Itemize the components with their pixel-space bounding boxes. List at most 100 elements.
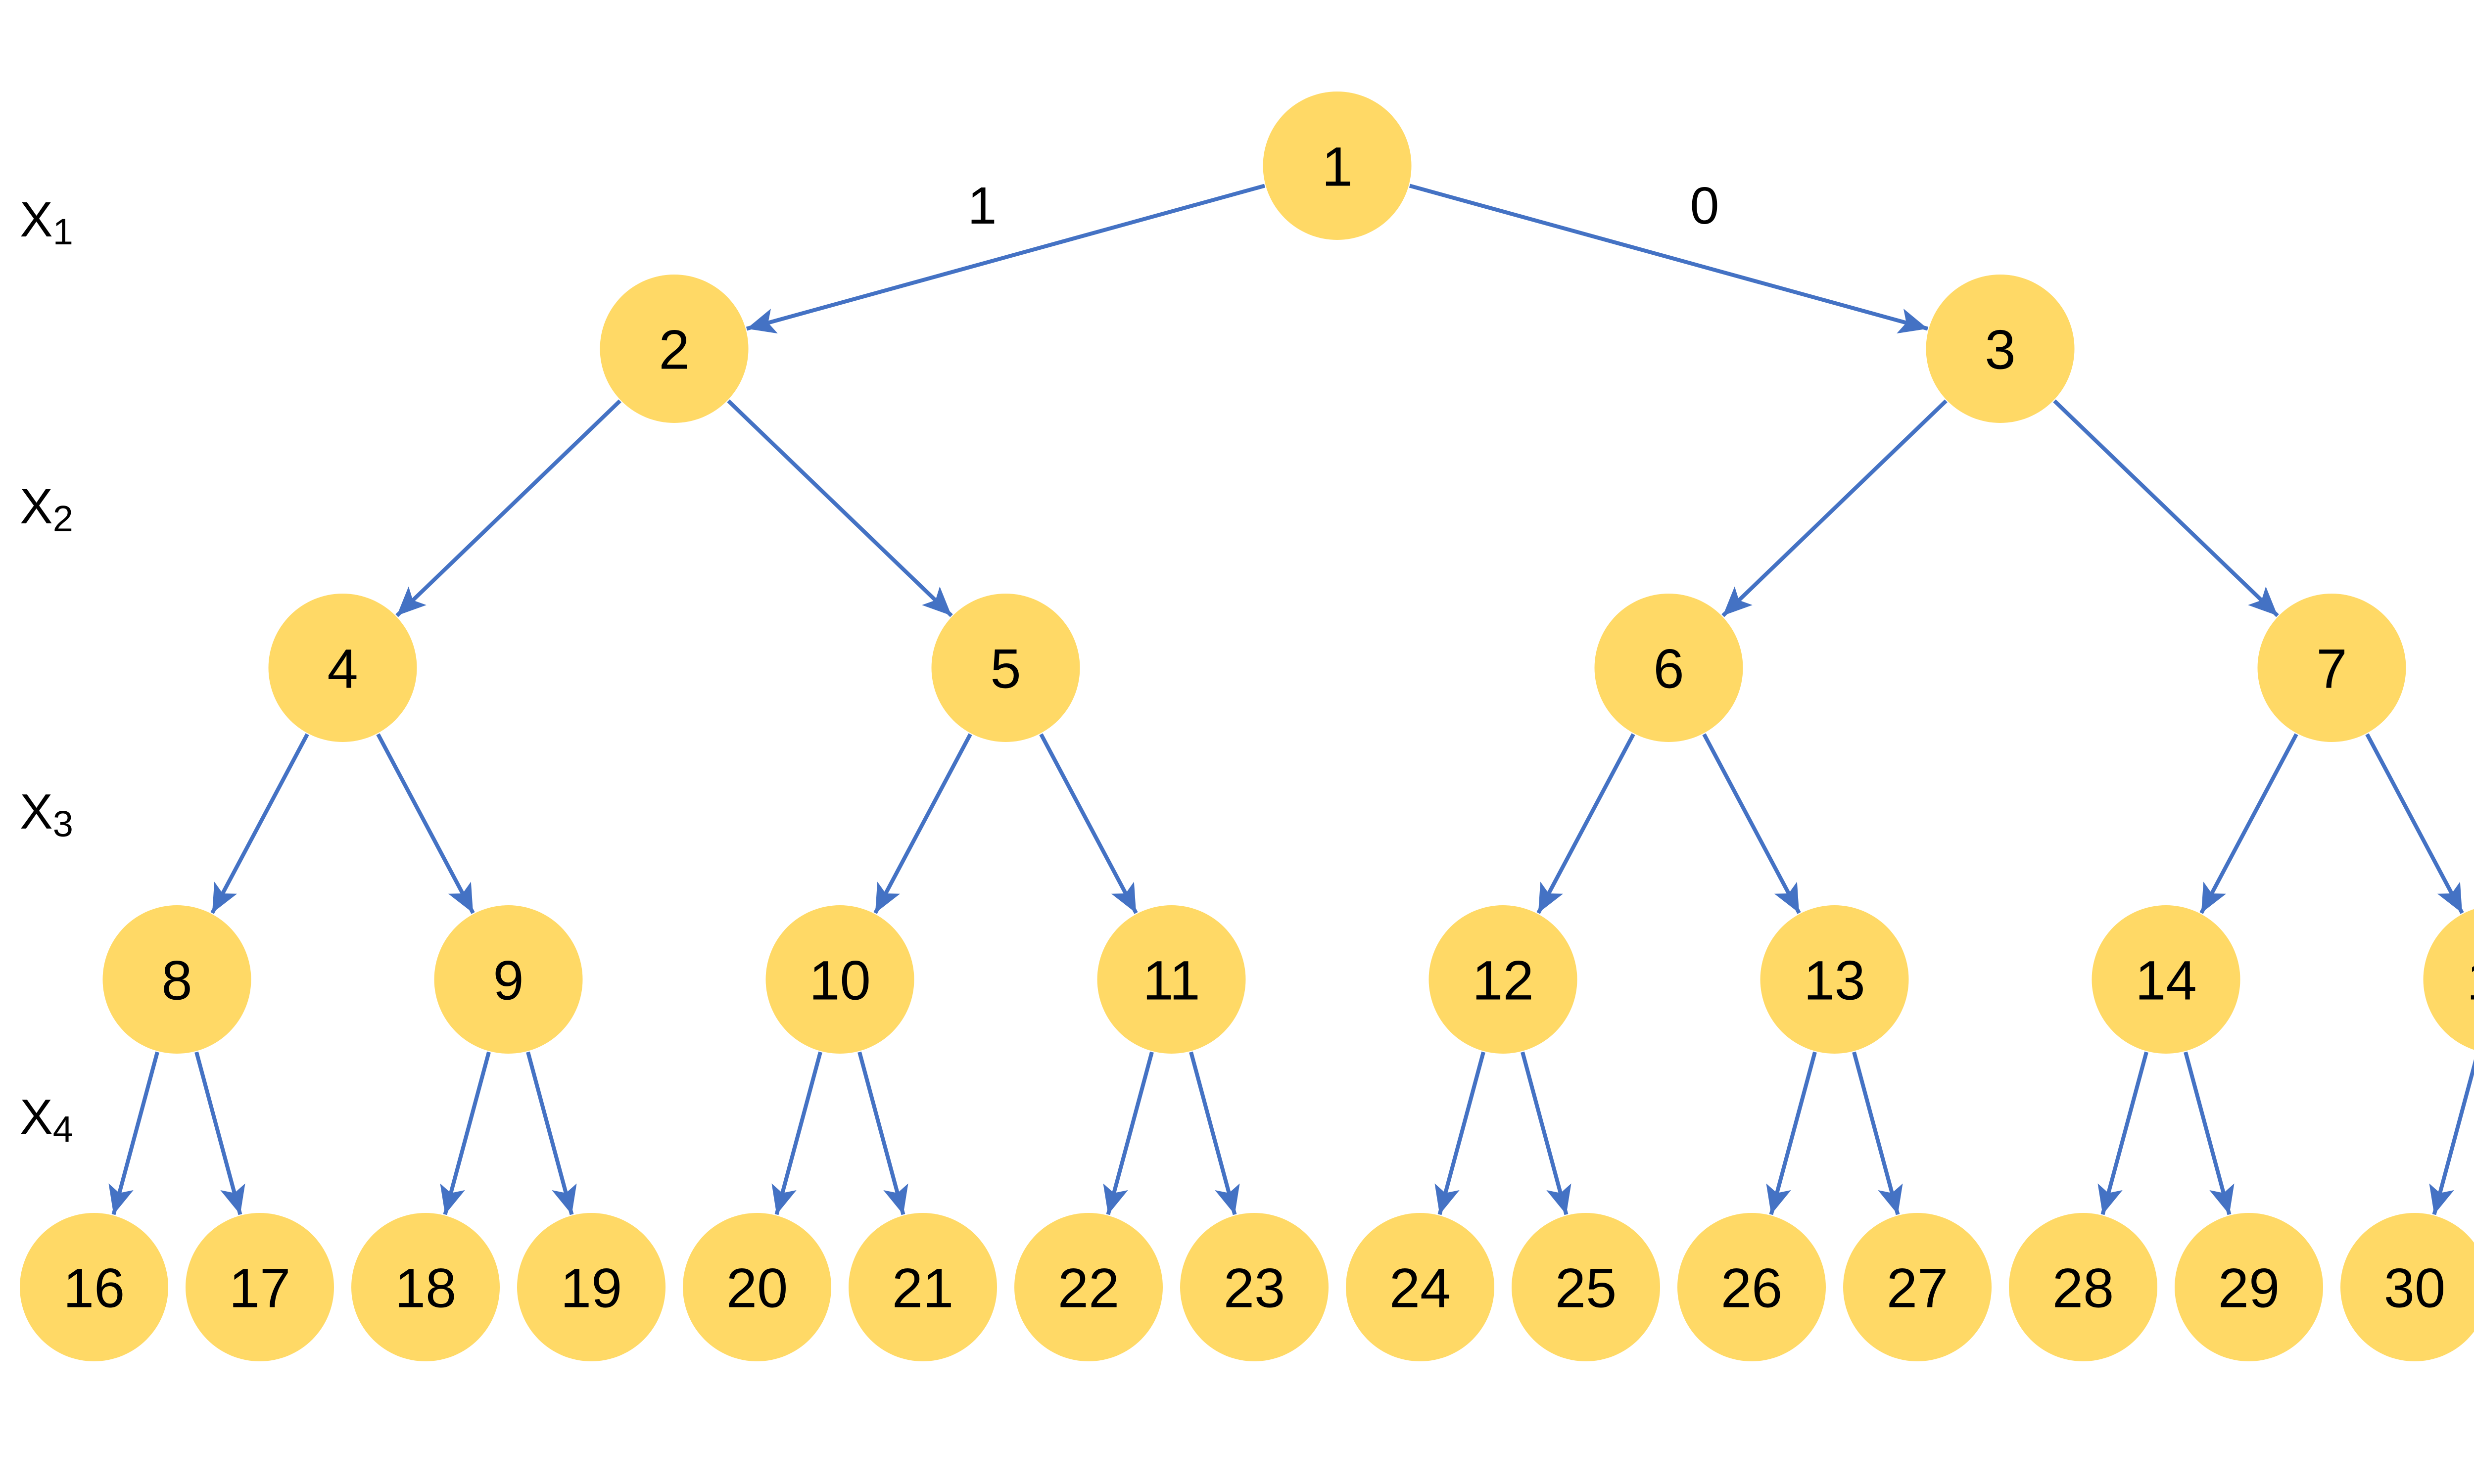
edge-5-11 <box>1039 733 1138 914</box>
node-label: 7 <box>2316 638 2347 699</box>
edge-4-8 <box>210 733 309 914</box>
node-circle <box>1263 92 1412 240</box>
edge-2-4 <box>395 399 621 617</box>
level-label-x3: X3 <box>20 784 73 844</box>
level-labels: X1 X2 X3 X4 <box>20 192 73 1150</box>
node-label: 18 <box>395 1257 457 1319</box>
tree-node-17: 17 <box>186 1213 334 1361</box>
tree-node-12: 12 <box>1428 905 1577 1054</box>
tree-node-13: 13 <box>1760 905 1909 1054</box>
node-circle <box>683 1213 831 1361</box>
node-circle <box>2092 905 2240 1054</box>
edge-13-27 <box>1852 1051 1903 1215</box>
tree-node-1: 1 <box>1263 92 1412 240</box>
node-label: 8 <box>161 949 192 1011</box>
tree-edges <box>108 184 2474 1215</box>
tree-node-11: 11 <box>1097 905 1246 1054</box>
node-label: 25 <box>1555 1257 1617 1319</box>
tree-node-22: 22 <box>1014 1213 1163 1361</box>
edge-8-16 <box>108 1051 159 1215</box>
node-label: 14 <box>2135 949 2197 1011</box>
node-circle <box>2257 594 2406 742</box>
node-circle <box>1014 1213 1163 1361</box>
tree-node-9: 9 <box>434 905 583 1054</box>
tree-node-27: 27 <box>1843 1213 1992 1361</box>
node-circle <box>1760 905 1909 1054</box>
node-label: 26 <box>1721 1257 1783 1319</box>
node-circle <box>1346 1213 1494 1361</box>
node-circle <box>1428 905 1577 1054</box>
edge-3-7 <box>2053 399 2279 617</box>
node-label: 28 <box>2052 1257 2114 1319</box>
tree-node-28: 28 <box>2009 1213 2157 1361</box>
edge-5-10 <box>873 733 972 914</box>
tree-node-3: 3 <box>1926 275 2075 423</box>
node-circle <box>268 594 417 742</box>
node-circle <box>2423 909 2474 1050</box>
node-label: 19 <box>561 1257 622 1319</box>
node-label: 4 <box>327 638 358 699</box>
tree-nodes: 1234567891011121314151617181920212223242… <box>20 92 2474 1361</box>
edge-11-23 <box>1189 1051 1240 1215</box>
edge-10-20 <box>771 1051 822 1215</box>
node-label: 10 <box>809 949 871 1011</box>
node-circle <box>102 905 251 1054</box>
edge-12-25 <box>1521 1051 1571 1215</box>
node-circle <box>931 594 1080 742</box>
tree-node-23: 23 <box>1180 1213 1329 1361</box>
node-circle <box>1677 1213 1826 1361</box>
tree-node-6: 6 <box>1594 594 1743 742</box>
edge-9-18 <box>440 1051 491 1215</box>
edge-3-6 <box>1721 399 1948 617</box>
node-circle <box>186 1213 334 1361</box>
node-circle <box>765 905 914 1054</box>
edge-10-21 <box>857 1051 908 1215</box>
tree-node-8: 8 <box>102 905 251 1054</box>
edge-7-14 <box>2199 733 2298 914</box>
node-label: 11 <box>1142 949 1200 1011</box>
node-circle <box>849 1213 997 1361</box>
node-label: 6 <box>1653 638 1684 699</box>
tree-node-25: 25 <box>1512 1213 1660 1361</box>
edge-4-9 <box>376 733 475 914</box>
tree-node-10: 10 <box>765 905 914 1054</box>
edge-labels: 1 0 <box>968 177 1719 235</box>
node-label: 17 <box>229 1257 291 1319</box>
node-label: 21 <box>892 1257 954 1319</box>
node-circle <box>2009 1213 2157 1361</box>
node-circle <box>1097 905 1246 1054</box>
edge-2-5 <box>727 399 953 617</box>
tree-node-5: 5 <box>931 594 1080 742</box>
node-label: 24 <box>1389 1257 1451 1319</box>
edge-label-right-0: 0 <box>1690 177 1719 235</box>
node-label: 22 <box>1058 1257 1120 1319</box>
node-label: 20 <box>726 1257 788 1319</box>
tree-node-29: 29 <box>2175 1213 2323 1361</box>
tree-node-14: 14 <box>2092 905 2240 1054</box>
level-label-x2: X2 <box>20 479 73 539</box>
edge-label-left-1: 1 <box>968 177 997 235</box>
node-label: 29 <box>2218 1257 2280 1319</box>
node-circle <box>600 275 749 423</box>
node-circle <box>1926 275 2075 423</box>
edge-11-22 <box>1103 1051 1154 1215</box>
edge-7-15 <box>2365 733 2464 914</box>
tree-node-4: 4 <box>268 594 417 742</box>
node-circle <box>20 1213 168 1361</box>
node-circle <box>517 1213 666 1361</box>
edge-14-29 <box>2184 1051 2235 1215</box>
node-circle <box>1594 594 1743 742</box>
tree-node-19: 19 <box>517 1213 666 1361</box>
edge-14-28 <box>2097 1051 2148 1215</box>
edge-6-13 <box>1702 733 1801 914</box>
node-circle <box>351 1213 500 1361</box>
node-label: 15 <box>2467 949 2474 1011</box>
tree-node-20: 20 <box>683 1213 831 1361</box>
node-circle <box>2175 1213 2323 1361</box>
edge-9-19 <box>526 1051 577 1215</box>
tree-node-21: 21 <box>849 1213 997 1361</box>
tree-node-30: 30 <box>2340 1213 2474 1361</box>
edge-12-24 <box>1434 1051 1485 1215</box>
node-label: 9 <box>493 949 523 1011</box>
